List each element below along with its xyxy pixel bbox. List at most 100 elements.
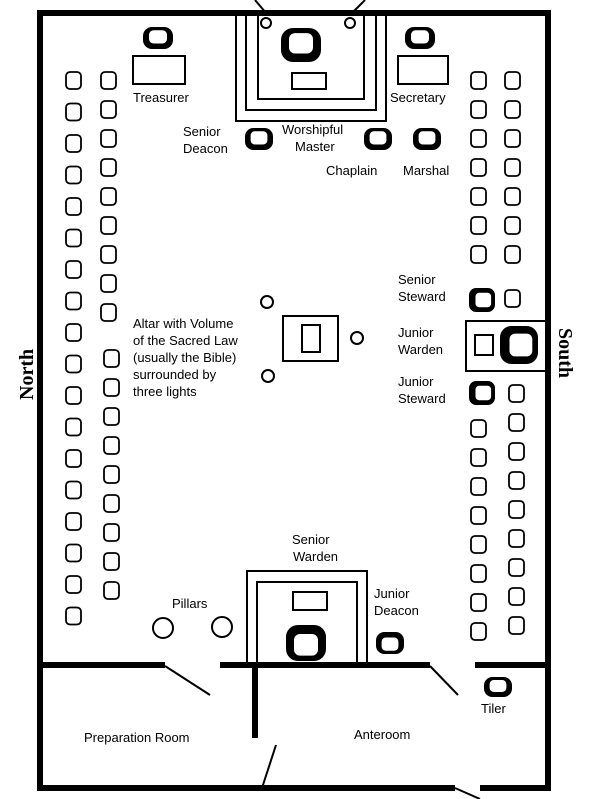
senior-steward-label-1: Senior — [398, 272, 436, 287]
pew-seat — [100, 158, 117, 177]
pew-seat — [470, 593, 487, 612]
pew-seat — [100, 245, 117, 264]
senior-warden-label-2: Warden — [293, 549, 338, 564]
pew-seat — [504, 158, 521, 177]
pew-seat — [65, 575, 82, 594]
pew-seat — [103, 436, 120, 455]
pew-seat — [100, 129, 117, 148]
marshal-chair-icon — [413, 128, 441, 150]
pew-seat — [65, 512, 82, 531]
pew-seat — [65, 71, 82, 90]
senior-steward-label-2: Steward — [398, 289, 446, 304]
pew-seat — [65, 102, 82, 122]
pew-seat — [470, 129, 487, 148]
lodge-door — [429, 665, 459, 696]
pew-seat — [100, 187, 117, 206]
pew-seat — [470, 506, 487, 525]
senior-deacon-label-1: Senior — [183, 124, 221, 139]
treasurer-desk — [132, 55, 186, 85]
pew-seat — [508, 529, 525, 548]
tiler-chair-icon — [484, 677, 512, 697]
pew-seat — [504, 129, 521, 148]
junior-deacon-label-1: Junior — [374, 586, 410, 601]
worshipful-master-label-2: Master — [295, 139, 335, 154]
west-dais — [246, 570, 368, 668]
pillar-left — [152, 617, 174, 639]
pew-seat — [504, 100, 521, 119]
pew-seat — [65, 480, 82, 500]
junior-warden-chair-icon — [500, 326, 538, 364]
pew-seat — [65, 323, 82, 342]
pew-seat — [65, 165, 82, 185]
anteroom-door — [261, 744, 277, 789]
chaplain-label: Chaplain — [326, 163, 377, 178]
junior-warden-station — [465, 320, 547, 372]
pew-seat — [470, 100, 487, 119]
east-entry-left — [254, 0, 267, 14]
altar-label-4: surrounded by — [133, 367, 217, 382]
chaplain-chair-icon — [364, 128, 392, 150]
treasurer-chair-icon — [143, 27, 173, 49]
north-label: North — [16, 349, 38, 400]
pew-seat — [470, 477, 487, 496]
pew-seat — [470, 158, 487, 177]
outer-door — [454, 787, 481, 799]
senior-warden-chair-icon — [286, 625, 326, 661]
junior-steward-label-2: Steward — [398, 391, 446, 406]
pew-seat — [65, 134, 82, 153]
junior-steward-chair-icon — [469, 381, 495, 405]
pew-seat — [65, 606, 82, 626]
marshal-label: Marshal — [403, 163, 449, 178]
pew-seat — [508, 471, 525, 490]
pew-seat — [470, 216, 487, 235]
east-entry-right — [351, 0, 366, 14]
pew-seat — [504, 245, 521, 264]
pew-seat — [100, 71, 117, 90]
officer-chairs — [143, 27, 538, 697]
east-dais — [235, 12, 387, 122]
pew-seat — [504, 187, 521, 206]
secretary-chair-icon — [405, 27, 435, 49]
pew-seat — [65, 417, 82, 437]
pew-seat — [508, 558, 525, 577]
pew-seat — [65, 197, 82, 216]
preparation-room-label: Preparation Room — [84, 730, 190, 745]
pew-seat — [103, 552, 120, 571]
altar — [260, 295, 364, 383]
pew-seat — [470, 187, 487, 206]
pew-seat — [65, 354, 82, 374]
altar-label-1: Altar with Volume — [133, 316, 233, 331]
junior-warden-label-1: Junior — [398, 325, 434, 340]
worshipful-master-chair-icon — [281, 28, 321, 62]
pew-seat — [470, 419, 487, 438]
pew-seat — [103, 523, 120, 542]
pew-seat — [508, 616, 525, 635]
anteroom-label: Anteroom — [354, 727, 410, 742]
junior-deacon-chair-icon — [376, 632, 404, 654]
pew-seat — [65, 260, 82, 279]
pew-seat — [65, 291, 82, 311]
pew-seat — [504, 71, 521, 90]
seating-rows — [65, 71, 525, 641]
prep-door — [164, 665, 211, 696]
junior-deacon-label-2: Deacon — [374, 603, 419, 618]
pew-seat — [470, 245, 487, 264]
pew-seat — [100, 100, 117, 119]
pew-seat — [508, 587, 525, 606]
south-label: South — [554, 328, 576, 378]
senior-steward-chair-icon — [469, 288, 495, 312]
pillars-label: Pillars — [172, 596, 208, 611]
senior-warden-label-1: Senior — [292, 532, 330, 547]
junior-warden-label-2: Warden — [398, 342, 443, 357]
pew-seat — [470, 448, 487, 467]
senior-deacon-chair-icon — [245, 128, 273, 150]
altar-label-2: of the Sacred Law — [133, 333, 238, 348]
pew-seat — [100, 216, 117, 235]
secretary-desk — [397, 55, 449, 85]
pew-seat — [470, 535, 487, 554]
treasurer-label: Treasurer — [133, 90, 190, 105]
pew-seat — [470, 564, 487, 583]
pew-seat — [508, 413, 525, 432]
worshipful-master-label-1: Worshipful — [282, 122, 343, 137]
